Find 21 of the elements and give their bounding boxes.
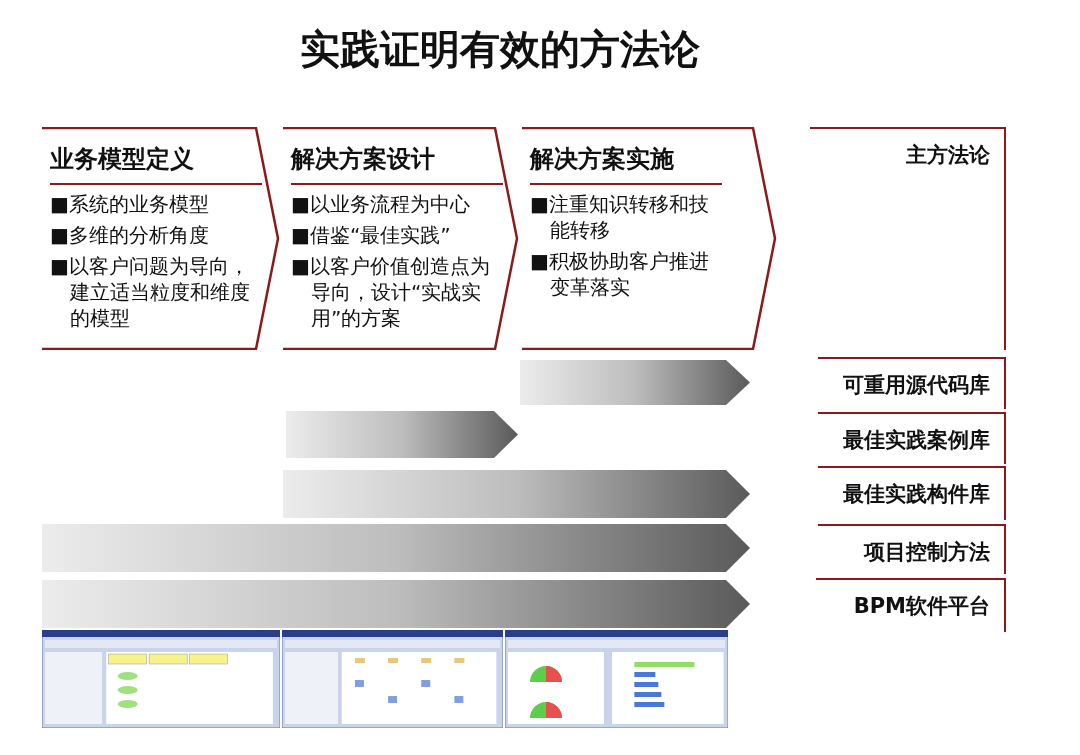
category-label: BPM软件平台 <box>816 578 1006 632</box>
phase-heading: 业务模型定义 <box>50 143 262 185</box>
category-label: 最佳实践案例库 <box>818 412 1006 464</box>
bullet-item: ■积极协助客户推进变革落实 <box>530 248 710 300</box>
bullet-item: ■以客户问题为导向，建立适当粒度和维度的模型 <box>50 253 251 331</box>
category-label: 主方法论 <box>810 127 1006 350</box>
category-label: 项目控制方法 <box>818 524 1006 574</box>
bullet-item: ■注重知识转移和技能转移 <box>530 191 710 243</box>
slide-title: 实践证明有效的方法论 <box>299 25 701 74</box>
bullet-item: ■多维的分析角度 <box>50 222 210 248</box>
bullet-item: ■系统的业务模型 <box>50 191 210 217</box>
category-label: 可重用源代码库 <box>818 357 1006 409</box>
phase-panel <box>283 127 519 350</box>
phase-panel <box>42 127 280 350</box>
bullet-item: ■借鉴“最佳实践” <box>291 222 452 248</box>
bullet-item: ■以业务流程为中心 <box>291 191 471 217</box>
category-label: 最佳实践构件库 <box>818 466 1006 520</box>
bullet-item: ■以客户价值创造点为导向，设计“实战实用”的方案 <box>291 253 491 331</box>
phase-panel <box>522 127 777 350</box>
phase-heading: 解决方案设计 <box>291 143 503 185</box>
phase-heading: 解决方案实施 <box>530 143 722 185</box>
